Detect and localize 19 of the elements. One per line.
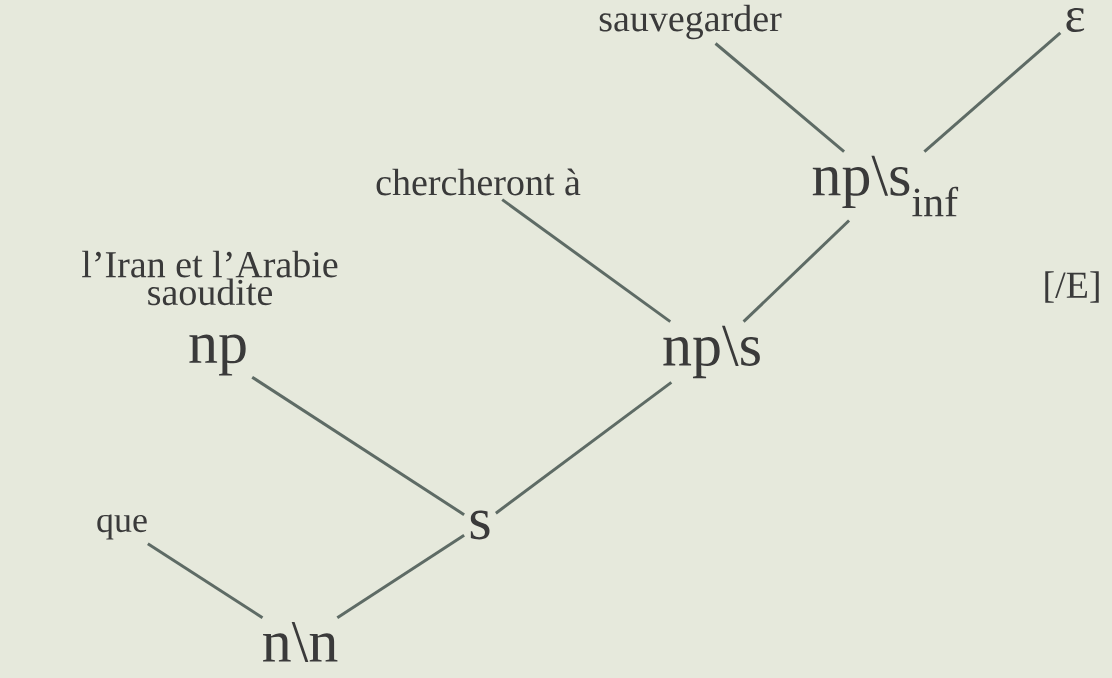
word-label: sauvegarder (599, 4, 782, 40)
word-label: chercheront à (376, 168, 581, 196)
tree-line (501, 198, 672, 323)
category-label: np (189, 334, 246, 376)
category-label: s (470, 510, 490, 540)
word-label: que (97, 514, 147, 540)
category-label: np\s (663, 325, 760, 379)
tree-line (923, 31, 1062, 153)
word-label: ε (1066, 8, 1085, 32)
rule-label: [/E] (1045, 271, 1099, 303)
tree-line (714, 42, 846, 153)
tree-line (251, 375, 465, 516)
tree-line (336, 534, 465, 619)
word-label: l’Iran et l’Arabie saoudite (82, 250, 338, 306)
tree-line (147, 542, 264, 619)
tree-line (742, 219, 851, 323)
category-label: np\s$_{inf}$ (812, 155, 959, 217)
category-label: n\n (263, 621, 338, 663)
tree-line (495, 381, 673, 515)
